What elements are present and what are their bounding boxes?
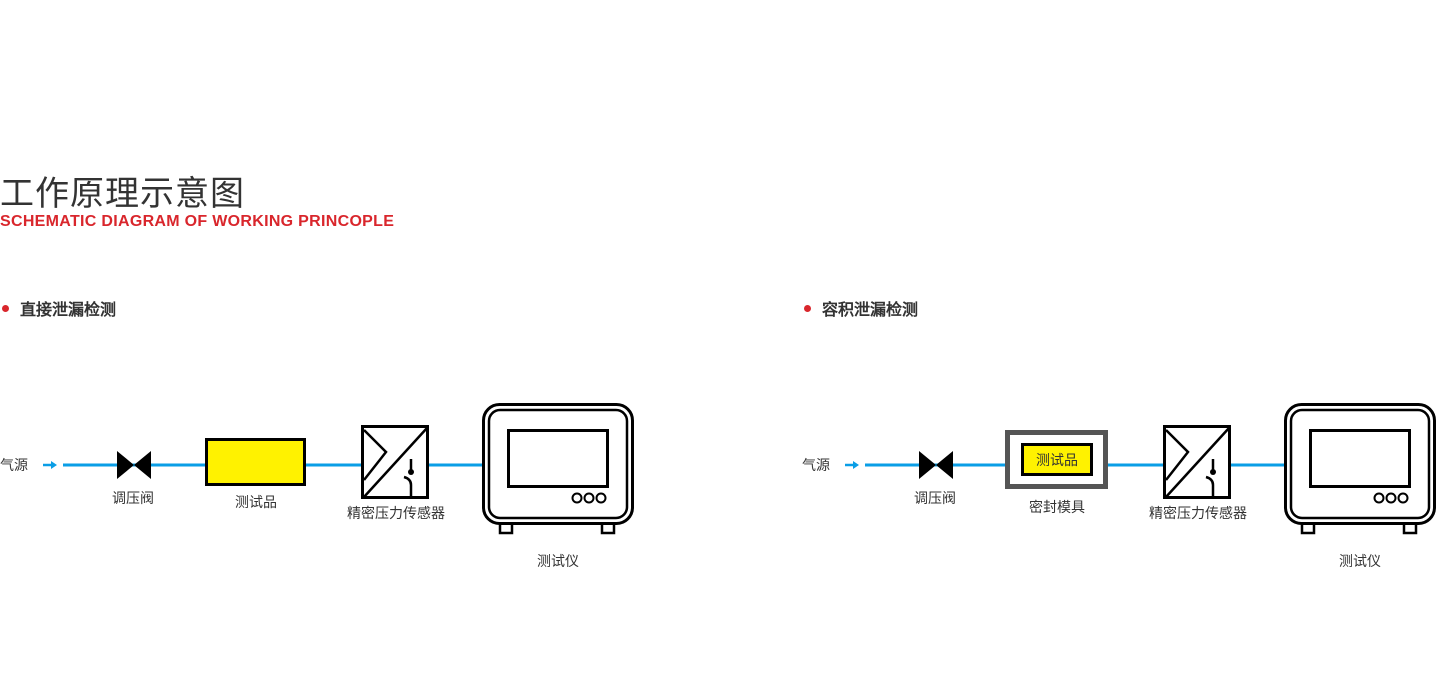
tester-instrument-icon [482,403,634,535]
valve-label: 调压阀 [112,491,154,507]
diagram-volume-leak: 气源 调压阀 测试品 密封模具 精密压力传感器 测试仪 [802,403,1436,570]
section-direct-leak: 直接泄漏检测 [2,296,116,320]
instrument-label: 测试仪 [537,554,579,570]
mold-label: 密封模具 [1029,499,1085,516]
source-label: 气源 [802,458,830,474]
tester-instrument-icon [1284,403,1436,535]
valve-label: 调压阀 [914,491,956,507]
sample-label: 测试品 [235,495,277,511]
section-title: 容积泄漏检测 [822,300,919,319]
source-label: 气源 [0,458,28,474]
arrow-right-icon [43,461,57,469]
section-title: 直接泄漏检测 [20,300,117,319]
page-title: 工作原理示意图 [0,174,245,214]
valve-icon [919,451,953,479]
arrow-right-icon [845,461,859,469]
test-sample-box [205,438,306,486]
valve-icon [117,451,151,479]
bullet-icon [804,304,811,312]
sample-label: 测试品 [1036,453,1078,469]
instrument-label: 测试仪 [1339,554,1381,570]
pressure-sensor-icon [361,425,429,499]
bullet-icon [2,304,9,312]
page-subtitle: SCHEMATIC DIAGRAM OF WORKING PRINCOPLE [0,213,395,230]
pressure-sensor-icon [1163,425,1231,499]
diagram-direct-leak: 气源 调压阀 测试品 精密压力传感器 测试仪 [0,403,634,570]
test-sample-box [1021,443,1093,476]
sensor-label: 精密压力传感器 [347,505,445,522]
section-volume-leak: 容积泄漏检测 [804,296,918,320]
sensor-label: 精密压力传感器 [1149,505,1247,522]
